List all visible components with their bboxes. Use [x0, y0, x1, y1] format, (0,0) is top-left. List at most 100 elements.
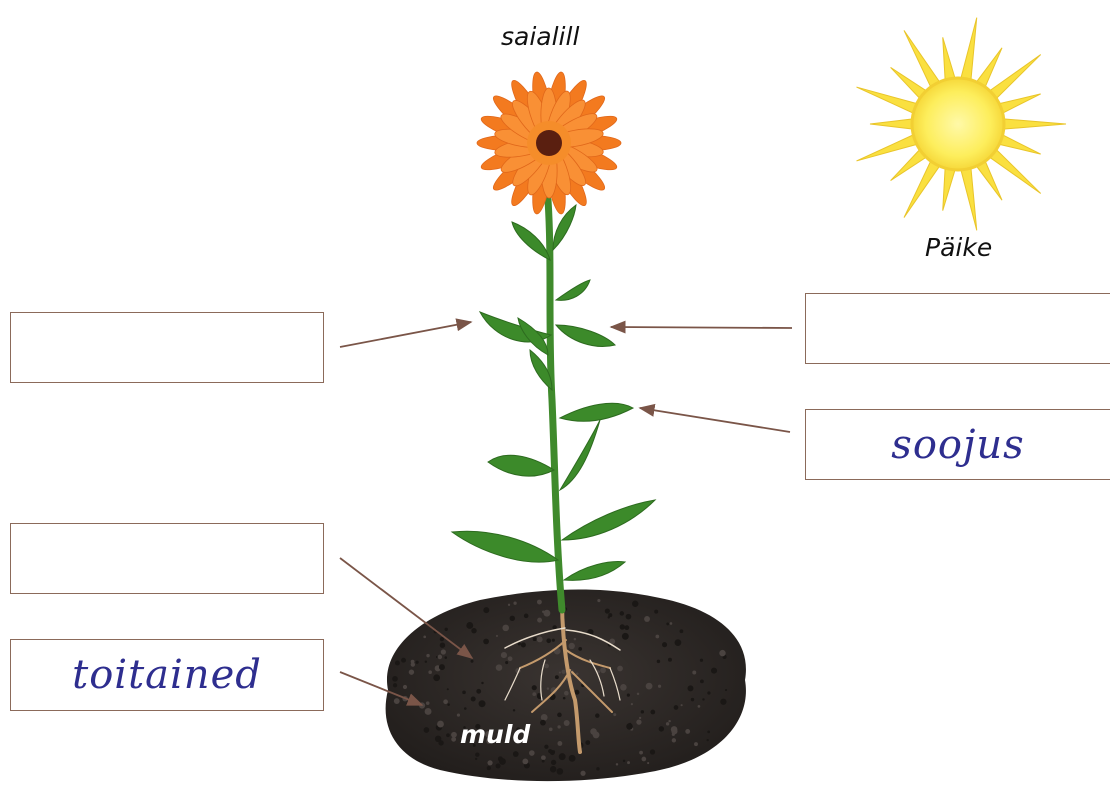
soil-grain — [642, 757, 647, 762]
soil-grain — [424, 727, 430, 733]
soil-grain — [550, 766, 556, 772]
soil-grain — [403, 685, 407, 689]
soil-grain — [439, 664, 445, 670]
soil-grain — [626, 723, 633, 730]
soil-grain — [532, 685, 537, 690]
answer-box-right-top[interactable] — [805, 293, 1110, 364]
soil-grain — [425, 708, 432, 715]
soil-grain — [597, 599, 600, 602]
sun-label: Päike — [925, 233, 992, 262]
soil-grain — [428, 670, 432, 674]
soil-grain — [537, 636, 543, 642]
soil-grain — [544, 745, 548, 749]
soil-grain — [426, 654, 429, 657]
plant-stem — [548, 200, 562, 610]
sun-ray — [857, 87, 919, 114]
soil-grain — [501, 652, 507, 658]
soil-grain — [487, 766, 491, 770]
soil-grain — [620, 624, 625, 629]
soil-grain — [458, 652, 460, 654]
soil-grain — [662, 642, 667, 647]
soil-grain — [720, 699, 726, 705]
soil-grain — [483, 607, 489, 613]
soil-grain — [542, 760, 545, 763]
soil-grain — [479, 700, 486, 707]
soil-grain — [620, 684, 627, 691]
soil-grain — [446, 733, 450, 737]
soil-grain — [569, 643, 575, 649]
soil-grain — [466, 622, 473, 629]
soil-grain — [542, 611, 545, 614]
soil-grain — [555, 675, 559, 679]
soil-grain — [702, 698, 704, 700]
soil-grain — [657, 660, 660, 663]
soil-grain — [395, 660, 400, 665]
soil-grain — [548, 749, 552, 753]
soil-grain — [671, 726, 678, 733]
soil-grain — [700, 679, 704, 683]
soil-grain — [483, 639, 489, 645]
answer-box-left-bottom[interactable]: toitained — [10, 639, 324, 711]
answer-text: toitained — [72, 652, 262, 698]
soil-grain — [392, 676, 398, 682]
soil-grain — [707, 730, 710, 733]
soil-illustration — [386, 590, 746, 782]
soil-grain — [711, 668, 717, 674]
soil-grain — [457, 713, 460, 716]
soil-grain — [508, 656, 513, 661]
soil-grain — [666, 623, 669, 626]
soil-grain — [654, 610, 658, 614]
soil-grain — [552, 639, 555, 642]
sun-ray — [997, 94, 1040, 114]
answer-text: soojus — [891, 422, 1024, 468]
soil-grain — [644, 616, 650, 622]
soil-grain — [576, 672, 579, 675]
soil-grain — [522, 759, 528, 765]
soil-grain — [443, 699, 448, 704]
soil-grain — [687, 685, 693, 691]
soil-grain — [627, 761, 630, 764]
soil-grain — [580, 771, 585, 776]
soil-grain — [595, 713, 599, 717]
sun-ray — [960, 166, 976, 230]
soil-grain — [564, 691, 569, 696]
soil-grain — [557, 725, 560, 728]
soil-grain — [481, 682, 483, 684]
soil-grain — [502, 625, 509, 632]
soil-grain — [694, 742, 698, 746]
soil-grain — [700, 659, 703, 662]
answer-box-left-mid[interactable] — [10, 523, 324, 594]
soil-grain — [627, 694, 630, 697]
soil-grain — [605, 608, 610, 613]
soil-grain — [631, 703, 633, 705]
soil-grain — [447, 688, 449, 690]
soil-grain — [675, 639, 682, 646]
soil-grain — [518, 642, 521, 645]
soil-grain — [590, 728, 597, 735]
soil-grain — [471, 696, 476, 701]
soil-grain — [546, 638, 551, 643]
soil-grain — [475, 758, 477, 760]
soil-grain — [624, 625, 629, 630]
soil-grain — [553, 750, 556, 753]
soil-grain — [600, 667, 606, 673]
soil-grain — [451, 732, 457, 738]
calendula-flower — [477, 71, 621, 216]
soil-grain — [674, 705, 679, 710]
answer-box-right-bottom[interactable]: soojus — [805, 409, 1110, 480]
soil-grain — [547, 687, 549, 689]
soil-grain — [425, 661, 427, 663]
soil-grain — [544, 664, 549, 669]
sun-ray — [857, 134, 919, 161]
soil-grain — [437, 721, 444, 728]
sun-ray — [870, 119, 914, 130]
soil-grain — [719, 650, 725, 656]
arrow-left-top — [340, 322, 471, 347]
flower-center — [536, 130, 562, 156]
answer-box-left-top[interactable] — [10, 312, 324, 383]
soil-grain — [668, 720, 670, 722]
soil-grain — [533, 637, 537, 641]
soil-grain — [433, 674, 440, 681]
soil-grain — [447, 703, 450, 706]
sun-illustration — [857, 18, 1066, 231]
